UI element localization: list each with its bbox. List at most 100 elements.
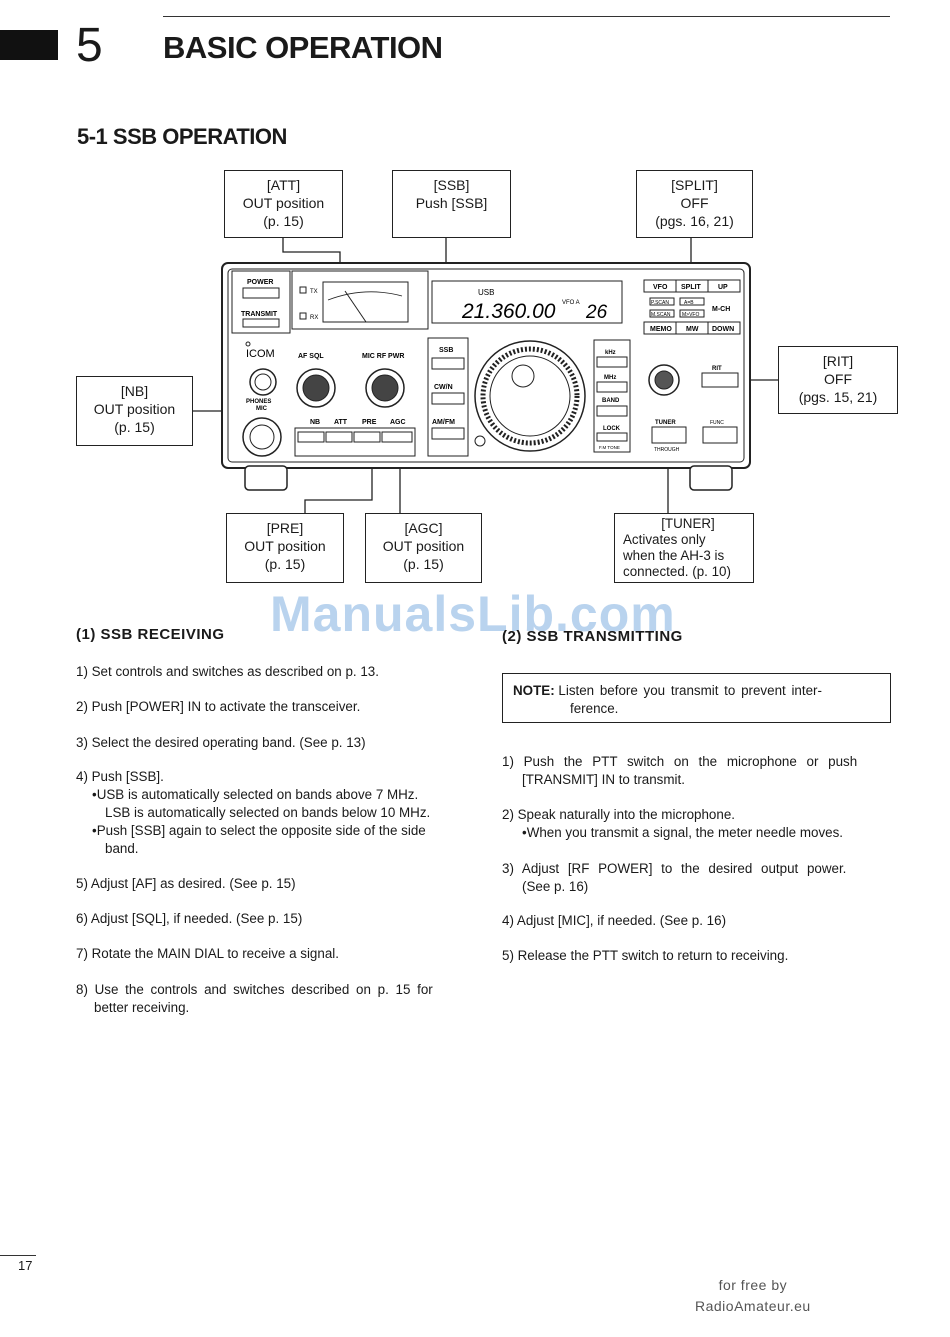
callout-tuner-title: [TUNER] [661,516,715,531]
receiving-step-4: 4) Push [SSB]. •USB is automatically sel… [76,768,468,858]
transmitting-heading: (2) SSB TRANSMITTING [502,628,683,645]
callout-agc-line: OUT position [382,538,465,554]
mvfo-button[interactable]: M>VFO [682,312,699,318]
mic-rf-label: MIC RF PWR [362,353,404,360]
pscan-button[interactable]: P.SCAN [651,300,669,306]
receiving-step-3: 3) Select the desired operating band. (S… [76,735,366,750]
callout-ssb-line: Push [SSB] [415,195,488,211]
callout-tuner-line2: when the AH-3 is [623,548,725,563]
callout-pre: [PRE] OUT position (p. 15) [226,513,344,583]
phones-jack[interactable] [249,368,277,396]
callout-att-line: OUT position [242,195,325,211]
split-button[interactable]: SPLIT [681,284,702,291]
receiving-step-4-bullet-2: •Push [SSB] again to select the opposite… [92,823,426,838]
mode-display: USB [478,288,494,297]
callout-att: [ATT] OUT position (p. 15) [224,170,343,238]
power-button[interactable] [242,287,280,299]
watermark: ManualsLib.com [270,586,676,642]
func-button[interactable] [702,426,738,444]
receiving-step-8: 8) Use the controls and switches describ… [76,981,468,1017]
transmitting-step-1: 1) Push the PTT switch on the microphone… [502,753,894,789]
power-label: POWER [247,279,273,286]
chapter-marker [0,30,58,60]
callout-pre-title: [PRE] [266,520,304,536]
att-switch[interactable] [325,431,353,443]
receiving-heading: (1) SSB RECEIVING [76,626,225,643]
ab-button[interactable]: A=B [684,300,694,306]
callout-agc-ref: (p. 15) [403,556,444,572]
callout-split-line: OFF [680,195,709,211]
memo-button[interactable]: MEMO [650,326,672,333]
section-title: 5-1 SSB OPERATION [77,124,287,149]
nb-switch[interactable] [297,431,325,443]
main-dial[interactable] [480,346,580,446]
transmitting-step-1-line1: 1) Push the PTT switch on the microphone… [502,754,858,769]
rit-button[interactable] [701,372,739,388]
frequency-display: 21.360.00 [461,300,556,323]
callout-agc-title: [AGC] [404,520,443,536]
brand-logo: ICOM [246,348,275,360]
receiving-step-4-text: 4) Push [SSB]. [76,769,164,784]
callout-rit-ref: (pgs. 15, 21) [798,389,878,405]
chapter-title: BASIC OPERATION [163,30,443,65]
mw-button[interactable]: MW [686,326,699,333]
callout-rit: [RIT] OFF (pgs. 15, 21) [778,346,898,414]
vfo-button[interactable]: VFO [653,284,668,291]
transmitting-step-4: 4) Adjust [MIC], if needed. (See p. 16) [502,913,727,928]
s-meter [322,281,409,323]
mic-label: MIC [256,406,268,412]
callout-tuner: [TUNER] Activates only when the AH-3 is … [614,513,754,583]
callout-pre-line: OUT position [244,538,326,554]
agc-label: AGC [390,419,406,426]
callout-agc: [AGC] OUT position (p. 15) [365,513,482,583]
transmit-label: TRANSMIT [241,311,278,318]
receiving-step-8-line1: 8) Use the controls and switches describ… [76,982,433,997]
mhz-label: MHz [604,375,616,381]
page-number: 17 [18,1258,33,1273]
transmitting-step-3-line2: (See p. 16) [522,879,589,894]
callout-split-ref: (pgs. 16, 21) [655,213,734,229]
transmit-button[interactable] [242,318,280,328]
mhz-button[interactable] [596,381,628,393]
note-line2: ference. [570,701,619,716]
footer-credit: for free by RadioAmateur.eu [695,1275,811,1317]
receiving-step-4-bullet-1b: LSB is automatically selected on bands b… [105,805,431,820]
receiving-step-8-line2: better receiving. [94,1000,190,1015]
up-button[interactable]: UP [718,284,728,291]
band-button[interactable] [596,405,628,417]
tuner-button[interactable] [651,426,687,444]
att-label: ATT [334,419,348,426]
receiving-step-7: 7) Rotate the MAIN DIAL to receive a sig… [76,946,339,961]
callout-tuner-line3: connected. (p. 10) [623,564,731,579]
callout-att-title: [ATT] [266,177,301,193]
pre-switch[interactable] [353,431,381,443]
callout-nb: [NB] OUT position (p. 15) [76,376,193,446]
callout-ssb-title: [SSB] [433,177,470,193]
amfm-label: AM/FM [432,419,455,426]
nb-label: NB [310,419,320,426]
receiving-step-4-bullet-2b: band. [105,841,139,856]
radio-front-panel-diagram: POWER TRANSMIT TX RX USB 21.360.00 VFO A… [193,238,778,513]
note-label: NOTE: [513,683,555,698]
callout-rit-title: [RIT] [822,353,854,369]
lock-label: LOCK [603,426,621,432]
receiving-step-5: 5) Adjust [AF] as desired. (See p. 15) [76,876,296,891]
mic-connector[interactable] [242,417,282,457]
callout-split-title: [SPLIT] [671,177,718,193]
transmitting-step-2-bullet: •When you transmit a signal, the meter n… [522,825,844,840]
agc-switch[interactable] [381,431,413,443]
ssb-button[interactable] [431,357,465,370]
callout-pre-ref: (p. 15) [264,556,306,572]
receiving-step-2: 2) Push [POWER] IN to activate the trans… [76,699,361,714]
rit-label: RIT [712,366,722,372]
khz-button[interactable] [596,356,628,368]
amfm-button[interactable] [431,427,465,440]
header-rule [163,16,890,17]
mscan-button[interactable]: M.SCAN [651,312,671,318]
transmitting-step-1-line2: [TRANSMIT] IN to transmit. [522,772,685,787]
cwn-button[interactable] [431,392,465,405]
lock-button[interactable] [596,432,628,442]
callout-rit-line: OFF [824,371,852,387]
down-button[interactable]: DOWN [712,326,734,333]
mch-label: M-CH [712,306,730,313]
